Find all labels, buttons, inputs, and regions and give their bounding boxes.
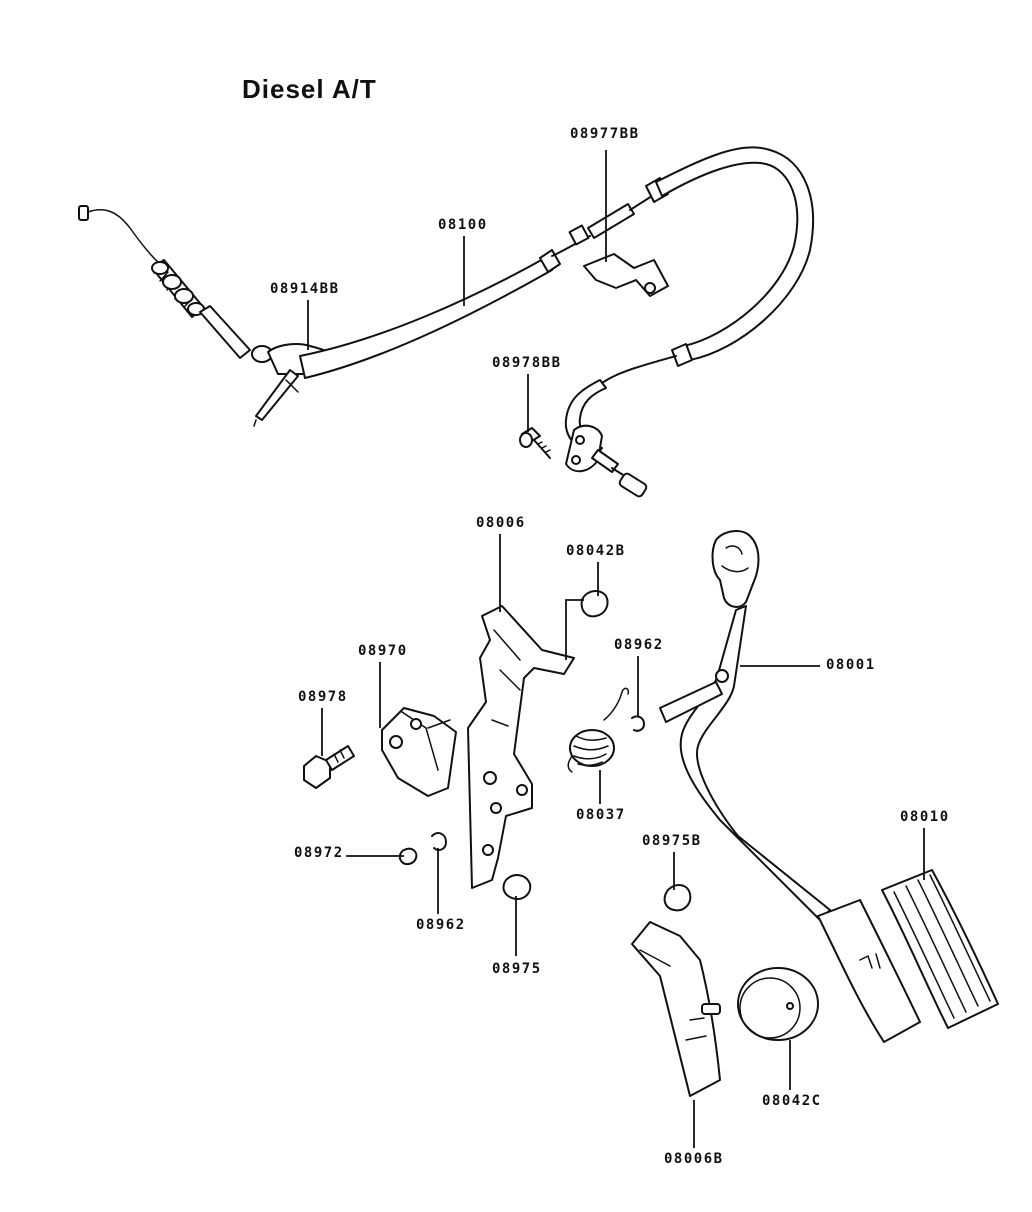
diagram-title: Diesel A/T: [242, 74, 377, 104]
label-08042C: 08042C: [762, 1093, 822, 1109]
label-08100: 08100: [438, 217, 488, 233]
label-08914BB: 08914BB: [270, 281, 340, 297]
label-08972: 08972: [294, 845, 344, 861]
label-08962-lower: 08962: [416, 917, 466, 933]
label-08975B: 08975B: [642, 833, 702, 849]
cable-bracket: [583, 253, 669, 297]
stopper-c: [737, 967, 819, 1041]
bushing-holder: [381, 707, 457, 797]
label-08962-upper: 08962: [614, 637, 664, 653]
label-08037: 08037: [576, 807, 626, 823]
label-08006B: 08006B: [664, 1151, 724, 1167]
label-08010: 08010: [900, 809, 950, 825]
pedal-bracket: [467, 605, 575, 889]
clip-upper: [631, 715, 645, 732]
label-08042B: 08042B: [566, 543, 626, 559]
label-08970: 08970: [358, 643, 408, 659]
nut-b: [663, 884, 692, 912]
return-spring: [567, 687, 630, 773]
label-08977BB: 08977BB: [570, 126, 640, 142]
label-08006: 08006: [476, 515, 526, 531]
label-08978: 08978: [298, 689, 348, 705]
accelerator-cable: [78, 146, 814, 498]
lower-bracket: [631, 921, 721, 1097]
pedal-pad-cover: [881, 869, 999, 1029]
clip-lower: [431, 832, 447, 851]
label-08978BB: 08978BB: [492, 355, 562, 371]
pedal-lever: [659, 530, 921, 1043]
bolt: [519, 427, 551, 459]
leader-08042B: [565, 562, 599, 660]
label-08001: 08001: [826, 657, 876, 673]
stopper: [580, 590, 609, 618]
nut: [502, 874, 532, 900]
bolt-small: [303, 745, 355, 789]
label-08975: 08975: [492, 961, 542, 977]
